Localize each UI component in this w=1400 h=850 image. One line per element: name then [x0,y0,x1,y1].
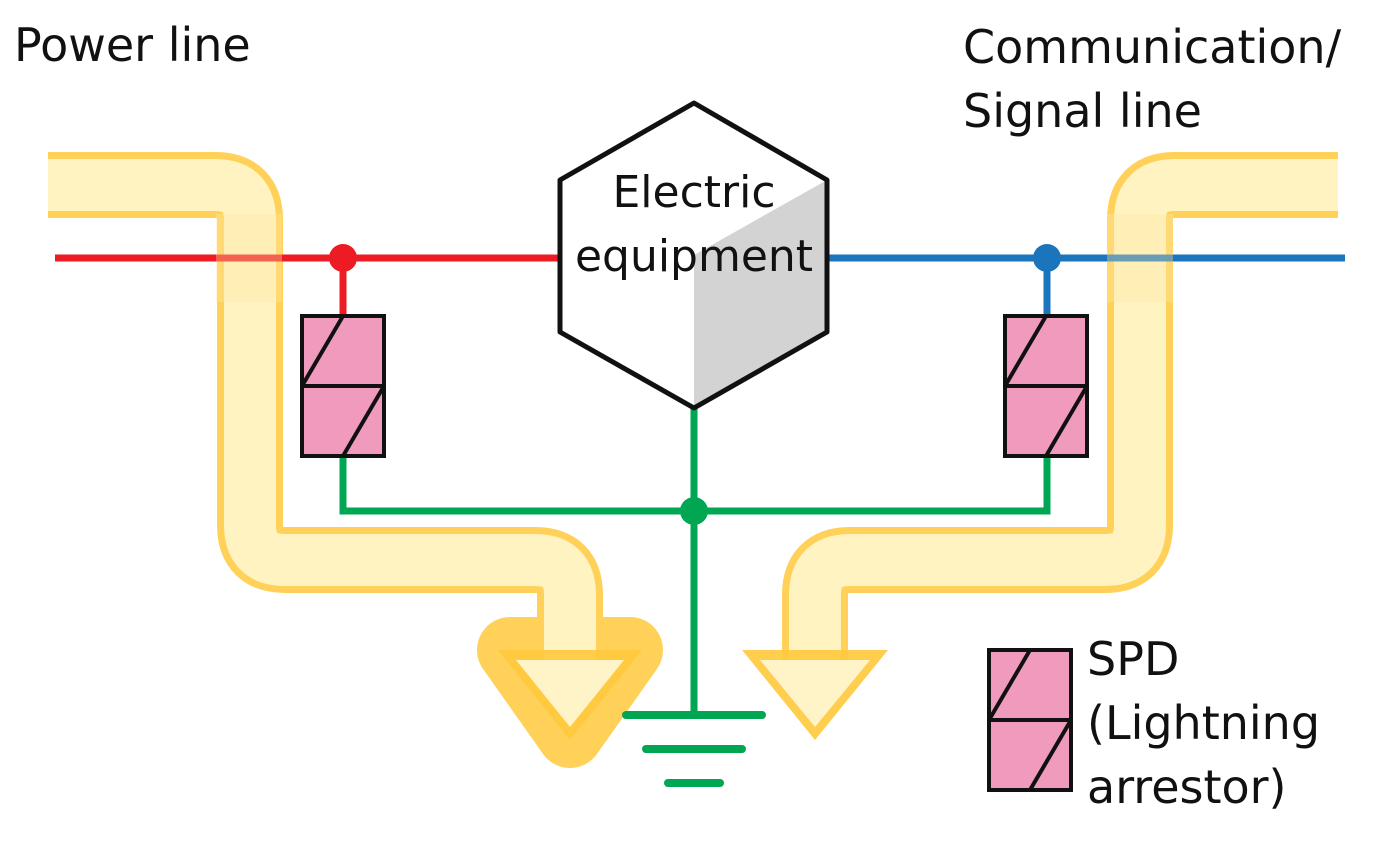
left-spd-symbol [300,314,386,458]
legend-spd-label: SPD [1087,632,1180,686]
left-crossing-overlay [216,214,282,302]
equipment-label-line1: Electric [612,167,776,218]
equipment-label-line2: equipment [574,231,814,282]
power-line-label: Power line [14,18,251,72]
legend-lightning-label: (Lightning [1087,696,1321,750]
earth-ground-symbol [622,711,766,787]
communication-line-label: Communication/ [963,20,1342,74]
left-surge-path [48,152,663,768]
legend-arrestor-label: arrestor) [1087,760,1287,814]
power-wire [55,244,560,316]
legend-spd-symbol [987,648,1073,792]
signal-line-label: Signal line [963,84,1202,138]
right-surge-path [742,152,1338,740]
ground-junction-dot [680,497,708,525]
signal-wire [828,244,1345,316]
right-crossing-overlay [1107,214,1173,302]
electric-equipment-hexagon [557,100,830,411]
right-spd-symbol [1003,314,1089,458]
